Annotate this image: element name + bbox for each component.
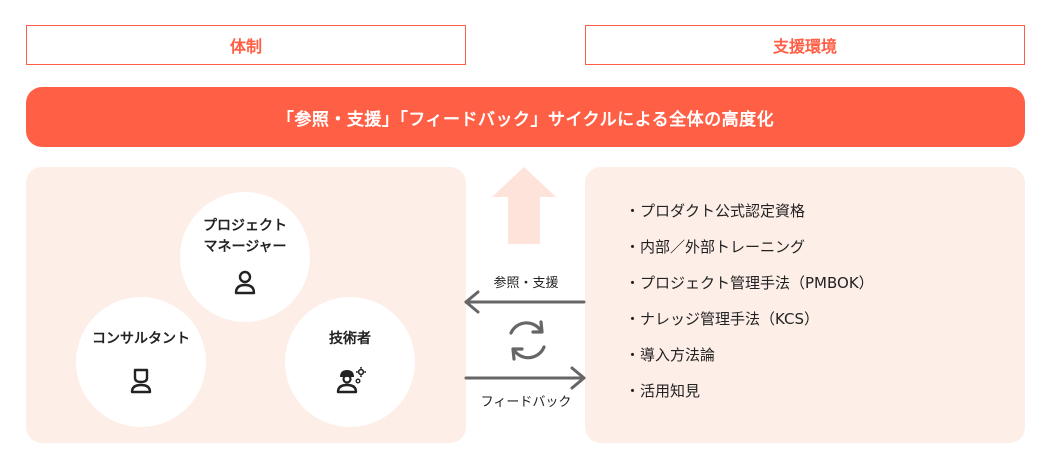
left-arrow-icon bbox=[464, 290, 586, 314]
list-item: ・内部／外部トレーニング bbox=[625, 238, 806, 256]
support-environment-panel: ・プロダクト公式認定資格 ・内部／外部トレーニング ・プロジェクト管理手法（PM… bbox=[585, 167, 1025, 443]
role-project-manager-label-line1: プロジェクト bbox=[203, 218, 287, 234]
engineer-gear-icon bbox=[336, 366, 366, 393]
role-project-manager: プロジェクト マネージャー bbox=[180, 192, 310, 322]
role-engineer: 技術者 bbox=[285, 297, 415, 427]
header-structure-label: 体制 bbox=[229, 37, 262, 56]
reference-support-label: 参照・支援 bbox=[493, 276, 559, 291]
person-icon bbox=[130, 368, 152, 393]
header-support-environment: 支援環境 bbox=[585, 25, 1025, 65]
header-structure: 体制 bbox=[26, 25, 466, 65]
header-support-environment-label: 支援環境 bbox=[772, 37, 837, 56]
resource-list: ・プロダクト公式認定資格 ・内部／外部トレーニング ・プロジェクト管理手法（PM… bbox=[625, 198, 874, 414]
feedback-label: フィードバック bbox=[480, 395, 572, 410]
list-item: ・導入方法論 bbox=[625, 346, 716, 364]
right-arrow-icon bbox=[464, 366, 586, 390]
role-consultant-label: コンサルタント bbox=[92, 330, 190, 347]
list-item: ・活用知見 bbox=[625, 382, 701, 400]
list-item: ・プロジェクト管理手法（PMBOK） bbox=[625, 274, 874, 292]
role-engineer-label: 技術者 bbox=[329, 330, 371, 347]
cycle-banner-text: 「参照・支援」「フィードバック」サイクルによる全体の高度化 bbox=[276, 109, 775, 130]
role-consultant: コンサルタント bbox=[76, 297, 206, 427]
structure-panel: プロジェクト マネージャー コンサルタント 技術者 bbox=[26, 167, 466, 443]
person-icon bbox=[234, 270, 256, 295]
up-arrow-icon bbox=[492, 167, 556, 244]
cycle-arrows-icon bbox=[509, 320, 546, 361]
list-item: ・プロダクト公式認定資格 bbox=[625, 202, 806, 220]
role-project-manager-label-line2: マネージャー bbox=[203, 239, 287, 255]
list-item: ・ナレッジ管理手法（KCS） bbox=[625, 310, 820, 328]
cycle-banner: 「参照・支援」「フィードバック」サイクルによる全体の高度化 bbox=[26, 87, 1025, 147]
